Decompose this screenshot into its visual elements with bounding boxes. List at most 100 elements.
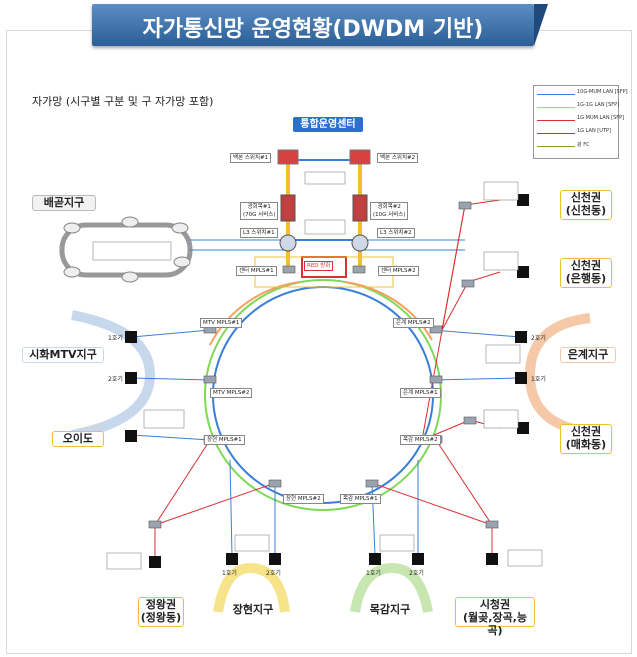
edge-device-icon (517, 194, 529, 206)
eg-mpls-1-label: 은계 MPLS#1 (400, 388, 441, 398)
edge-device-icon (486, 553, 498, 565)
mpls-router-icon (203, 375, 217, 384)
legend-label: 1G LAN [UTP] (577, 128, 611, 134)
region-janghyeon: 장현지구 (232, 603, 274, 616)
server-icon (352, 194, 368, 222)
legend-item: 1G-1G LAN [SFP] (537, 102, 619, 112)
info-box (143, 409, 185, 429)
mg-mpls-2-label: 목감 MPLS#2 (400, 435, 441, 445)
red-link (421, 204, 466, 441)
mpls-router-icon (429, 375, 443, 384)
jh-mpls-2-label: 장현 MPLS#2 (283, 494, 324, 504)
eungye-arc (524, 313, 591, 437)
mpls-router-icon (463, 416, 477, 425)
mtv-mpls-2-label: MTV MPLS#2 (210, 388, 253, 398)
jh-unit-1: 1호기 (222, 570, 237, 577)
mtv-link (131, 329, 211, 338)
info-box (304, 171, 346, 185)
info-box (304, 219, 346, 235)
edge-device-icon (125, 372, 137, 384)
mpls-router-icon (352, 265, 366, 274)
l3-switch-2-label: L3 스위치#2 (377, 228, 415, 238)
jh-link (229, 459, 233, 556)
mtv-unit-2: 2호기 (108, 376, 123, 383)
legend-swatch (537, 120, 575, 121)
nm1-label: 광회목#1 (70G 서비스) (240, 202, 279, 220)
nm2-label: 광회목#2 (10G 서비스) (370, 202, 409, 220)
cloud-node (63, 266, 81, 278)
edge-device-icon (515, 372, 527, 384)
edge-device-icon (226, 553, 238, 565)
edge-device-icon (517, 266, 529, 278)
mg-unit-2: 2호기 (409, 570, 424, 577)
mpls-router-icon (282, 265, 296, 274)
edge-device-icon (515, 331, 527, 343)
mokgam-arc (350, 562, 433, 613)
region-sicheong: 시청권 (월곶,장곡,능곡) (455, 597, 535, 637)
center-mpls-2-label: 센터 MPLS#2 (378, 266, 419, 276)
mg-unit-1: 1호기 (366, 570, 381, 577)
legend-swatch (537, 133, 575, 134)
mtv-mpls-1-label: MTV MPLS#1 (200, 318, 243, 328)
region-mokgam: 목감지구 (369, 603, 411, 616)
cloud-node (63, 222, 81, 234)
legend-item: 광 FC (537, 141, 615, 151)
red-link (154, 482, 276, 526)
info-box (234, 534, 270, 552)
eungye-link (431, 377, 521, 381)
edge-device-icon (369, 553, 381, 565)
legend-label: 1G-1G LAN [SFP] (577, 102, 620, 108)
eg-unit-2: 1호기 (531, 376, 546, 383)
info-box (106, 552, 142, 570)
cloud-node (121, 216, 139, 228)
legend-swatch (537, 107, 575, 108)
legend: 10G-MUM LAN [SFP] 1G-1G LAN [SFP] 1G MUM… (533, 85, 628, 159)
legend-item: 1G MUM LAN [SFP] (537, 115, 624, 125)
region-jeongwang: 정왕권 (정왕동) (138, 597, 184, 627)
oido-link (131, 434, 211, 441)
diagram-caption: 자가망 (시구별 구분 및 구 자가망 포함) (32, 95, 214, 108)
jh-mpls-1-label: 장현 MPLS#1 (204, 435, 245, 445)
legend-label: 광 FC (577, 142, 590, 148)
cloud-node (121, 271, 139, 283)
legend-swatch (537, 146, 575, 147)
siwha-arc (71, 310, 156, 440)
edge-device-icon (149, 556, 161, 568)
eg-unit-1: 2호기 (531, 335, 546, 342)
jh-unit-2: 2호기 (266, 570, 281, 577)
region-baegot: 배곧지구 (32, 195, 96, 211)
region-eungye: 은계지구 (560, 347, 616, 363)
ring-outer (204, 279, 442, 511)
info-box (92, 241, 172, 261)
mpls-router-icon (485, 520, 499, 529)
mpls-router-icon (148, 520, 162, 529)
red-link (154, 439, 211, 526)
center-mpls-1-label: 센터 MPLS#1 (236, 266, 277, 276)
cloud-node (173, 256, 191, 268)
server-icon (280, 194, 296, 222)
edge-device-icon (125, 331, 137, 343)
legend-item: 10G-MUM LAN [SFP] (537, 89, 628, 99)
page-title: 자가통신망 운영현황(DWDM 기반) (142, 17, 484, 42)
eg-mpls-2-label: 은계 MPLS#2 (393, 318, 434, 328)
l3-switch-icon (279, 234, 297, 252)
legend-label: 10G-MUM LAN [SFP] (577, 89, 628, 95)
edge-device-icon (517, 422, 529, 434)
l3-switch-icon (351, 234, 369, 252)
edge-device-icon (412, 553, 424, 565)
region-sincheon-maehwa: 신천권 (매화동) (560, 424, 612, 454)
region-siwha-mtv: 시화MTV지구 (22, 347, 104, 363)
legend-label: 1G MUM LAN [SFP] (577, 115, 625, 121)
info-box (379, 534, 415, 552)
center-title: 통합운영센터 (293, 117, 363, 132)
mpls-router-icon (461, 279, 475, 288)
red-box-label: RED 방화 (304, 261, 334, 271)
eungye-link (431, 329, 521, 338)
legend-item: 1G LAN [UTP] (537, 128, 615, 138)
info-box (483, 181, 519, 201)
janghyeon-arc (213, 562, 290, 613)
backbone-switch-2-label: 백본 스위치#2 (377, 153, 419, 163)
l3-switch-1-label: L3 스위치#1 (240, 228, 278, 238)
mtv-unit-1: 1호기 (108, 335, 123, 342)
